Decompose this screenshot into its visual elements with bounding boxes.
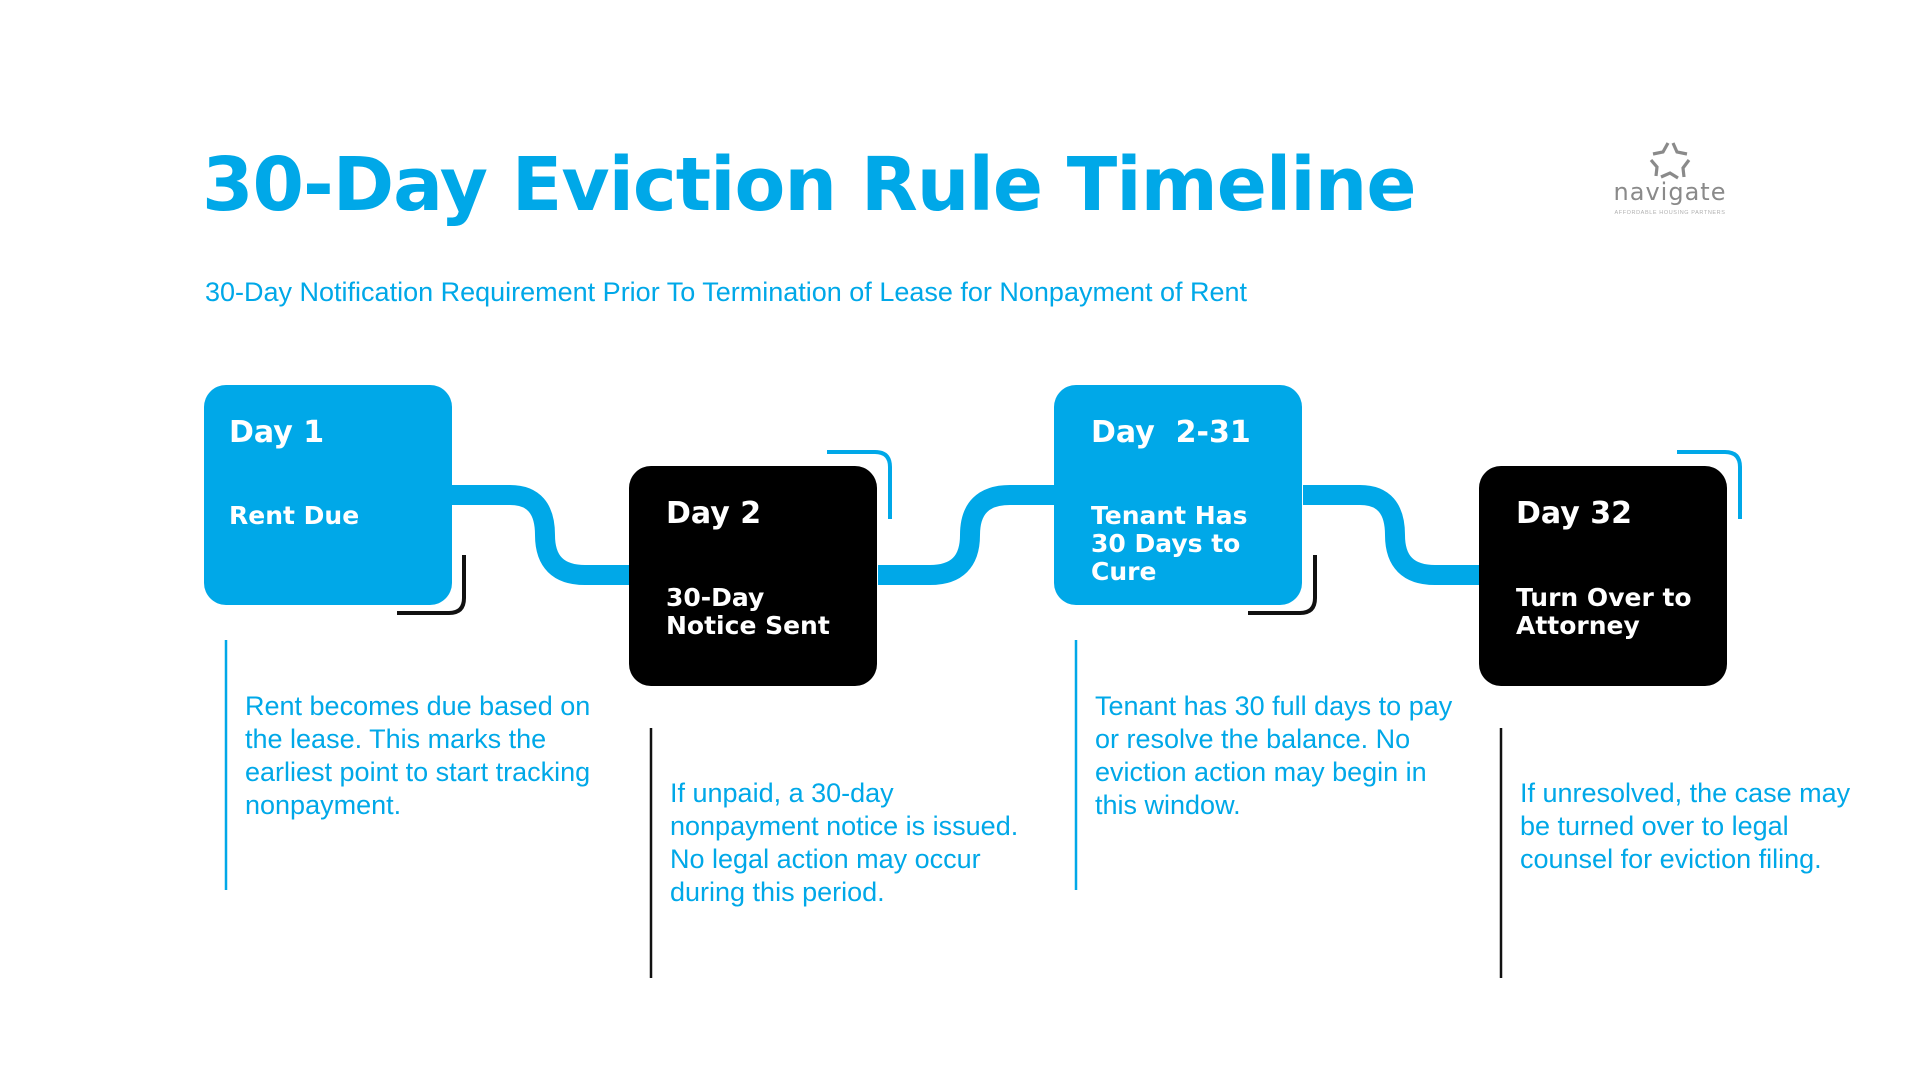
timeline-card-day-2: Day 2 30-Day Notice Sent — [629, 466, 877, 686]
connector-3-4 — [1303, 485, 1490, 585]
card-title: Turn Over to Attorney — [1516, 583, 1692, 640]
corner-accent-4 — [1677, 450, 1742, 519]
navigate-logo: navigate AFFORDABLE HOUSING PARTNERS — [1595, 140, 1745, 230]
card-title: Tenant Has 30 Days to Cure — [1091, 501, 1248, 586]
card-day-label: Day 1 — [229, 415, 325, 450]
card-day-label: Day 32 — [1516, 496, 1632, 531]
timeline-card-day-2-31: Day 2-31 Tenant Has 30 Days to Cure — [1054, 385, 1302, 605]
timeline-description-2: If unpaid, a 30-day nonpayment notice is… — [670, 778, 1019, 907]
timeline-card-day-1: Day 1 Rent Due — [204, 385, 452, 605]
card-title: 30-Day Notice Sent — [666, 583, 830, 640]
navigate-star-icon — [1649, 142, 1691, 180]
card-day-label: Day 2-31 — [1091, 415, 1251, 450]
card-title: Rent Due — [229, 501, 360, 530]
connector-1-2 — [450, 485, 640, 585]
timeline-card-day-32: Day 32 Turn Over to Attorney — [1479, 466, 1727, 686]
corner-accent-1 — [397, 555, 466, 615]
timeline-description-4: If unresolved, the case may be turned ov… — [1520, 778, 1851, 874]
connector-2-3 — [878, 485, 1065, 585]
page-subtitle: 30-Day Notification Requirement Prior To… — [205, 277, 1248, 307]
card-day-label: Day 2 — [666, 496, 762, 531]
corner-accent-2b — [827, 450, 892, 519]
page-title: 30-Day Eviction Rule Timeline — [202, 142, 1417, 228]
timeline-description-1: Rent becomes due based on the lease. Thi… — [245, 691, 591, 820]
corner-accent-3 — [1248, 555, 1317, 615]
logo-wordmark: navigate — [1613, 178, 1727, 206]
logo-tagline: AFFORDABLE HOUSING PARTNERS — [1614, 210, 1726, 216]
timeline-description-3: Tenant has 30 full days to pay or resolv… — [1095, 691, 1453, 820]
